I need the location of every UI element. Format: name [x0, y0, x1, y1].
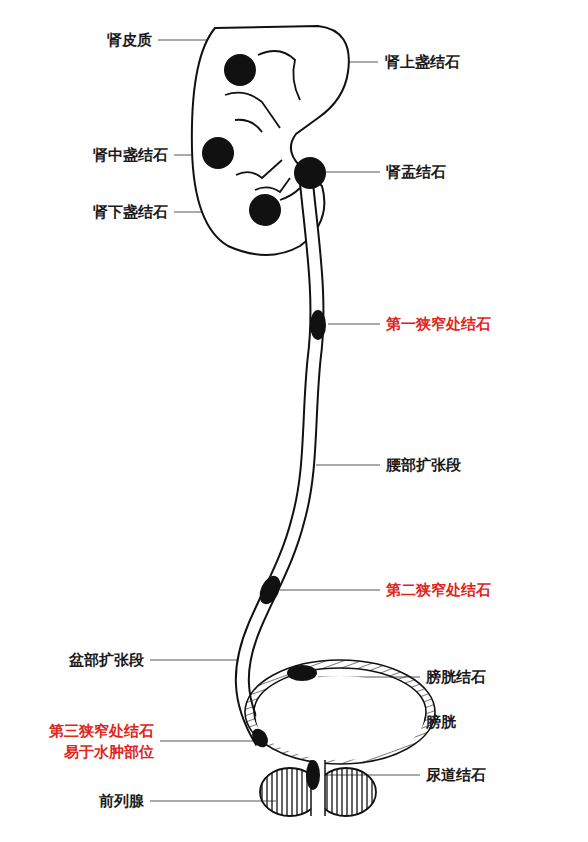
bladder-wall	[245, 660, 435, 764]
part-label: 肾上盏结石	[385, 53, 460, 71]
part-label: 第三狭窄处结石	[49, 722, 154, 740]
part-label: 肾下盏结石	[93, 203, 168, 221]
ureter-wall	[242, 178, 317, 742]
stones	[202, 54, 326, 790]
part-label: 肾盂结石	[386, 163, 446, 181]
part-label: 膀胱	[426, 713, 456, 731]
part-label: 肾皮质	[107, 31, 152, 49]
kidney-outline	[192, 26, 349, 255]
part-label: 第二狭窄处结石	[386, 581, 491, 599]
part-label: 膀胱结石	[426, 668, 486, 686]
part-label: 易于水肿部位	[64, 743, 154, 761]
ureter-lumen	[242, 178, 317, 742]
part-label: 盆部扩张段	[69, 651, 144, 669]
part-label: 肾中盏结石	[93, 146, 168, 164]
part-label: 前列腺	[99, 792, 144, 810]
calyces	[225, 51, 300, 200]
part-label: 腰部扩张段	[386, 456, 461, 474]
part-label: 第一狭窄处结石	[386, 315, 491, 333]
part-label: 尿道结石	[426, 766, 486, 784]
